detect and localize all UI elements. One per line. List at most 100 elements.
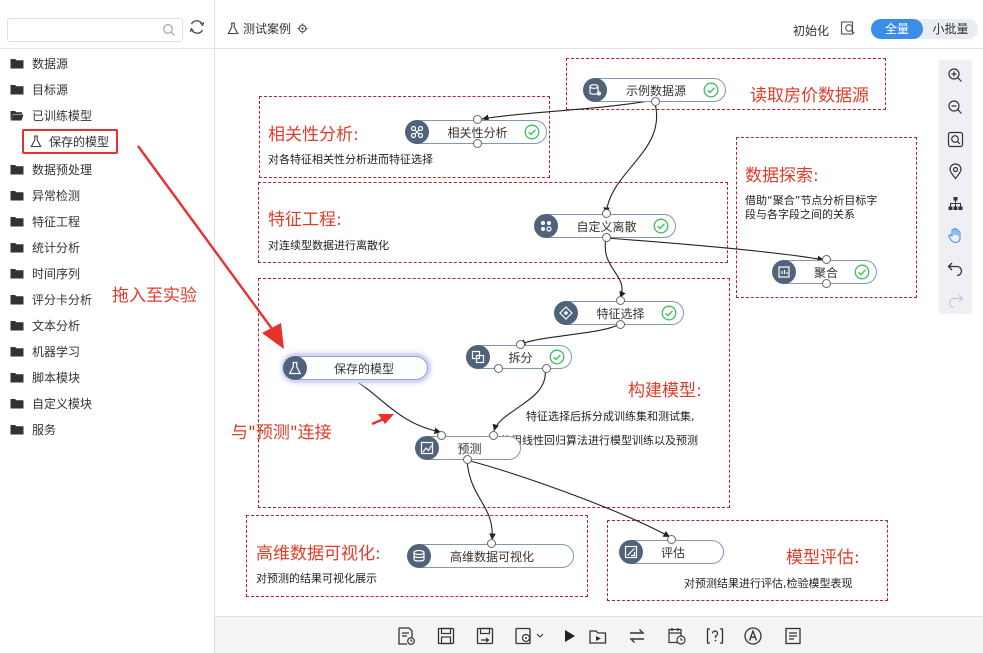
- tree-item-folder[interactable]: 数据预处理: [10, 158, 92, 180]
- component-search-input[interactable]: [12, 20, 152, 40]
- redo-icon[interactable]: [947, 291, 964, 308]
- success-check-icon: [661, 305, 677, 321]
- tree-item-label: 自定义模块: [32, 396, 93, 411]
- help-icon[interactable]: [705, 626, 725, 646]
- node-label: 高维数据可视化: [449, 549, 534, 564]
- log-icon[interactable]: [783, 626, 803, 646]
- run-config-icon[interactable]: [514, 626, 544, 646]
- initialize-icon[interactable]: [840, 20, 856, 36]
- sidebar-divider: [0, 48, 215, 49]
- save-as-icon[interactable]: [475, 626, 495, 646]
- node-evaluate[interactable]: 评估: [619, 535, 724, 564]
- connect-hint-text: 与"预测"连接: [231, 423, 332, 443]
- auto-layout-icon[interactable]: [947, 195, 964, 212]
- output-port[interactable]: [463, 455, 472, 464]
- component-search-box[interactable]: [7, 18, 183, 42]
- group-desc-correlation: 对各特征相关性分析进而特征选择: [268, 153, 433, 166]
- node-saved-model[interactable]: 保存的模型: [283, 356, 428, 380]
- tree-item-folder[interactable]: 数据源: [10, 52, 68, 74]
- search-icon[interactable]: [162, 23, 176, 37]
- output-port-test[interactable]: [542, 364, 551, 373]
- node-label: 预测: [457, 441, 482, 456]
- new-experiment-icon[interactable]: [396, 626, 416, 646]
- group-desc-build-1: 特征选择后拆分成训练集和测试集,: [526, 410, 695, 423]
- folder-icon: [10, 424, 24, 434]
- output-port-train[interactable]: [494, 364, 503, 373]
- mode-small-batch-button[interactable]: 小批量: [932, 22, 969, 36]
- input-port[interactable]: [473, 115, 482, 124]
- initialize-label[interactable]: 初始化: [793, 24, 830, 38]
- tree-item-folder[interactable]: 已训练模型: [10, 104, 92, 126]
- run-icon[interactable]: [560, 626, 580, 646]
- group-box-viz: [246, 515, 588, 597]
- node-custom-discretize[interactable]: 自定义离散: [534, 209, 676, 242]
- refresh-icon[interactable]: [188, 18, 206, 36]
- group-title-feature: 特征工程:: [268, 210, 342, 230]
- experiment-name: 测试案例: [243, 22, 292, 36]
- folder-icon: [10, 320, 24, 330]
- group-desc-eval: 对预测结果进行评估,检验模型表现: [684, 577, 853, 590]
- node-correlation-analysis[interactable]: 相关性分析: [405, 115, 547, 148]
- pan-hand-icon[interactable]: [947, 227, 964, 244]
- output-port[interactable]: [602, 233, 611, 242]
- save-icon[interactable]: [436, 626, 456, 646]
- tree-item-folder[interactable]: 文本分析: [10, 314, 80, 336]
- tree-item-label: 数据源: [32, 56, 69, 71]
- input-port-model[interactable]: [437, 431, 446, 440]
- flask-icon: [283, 356, 307, 380]
- input-port[interactable]: [822, 255, 831, 264]
- tree-item-label: 文本分析: [32, 318, 81, 333]
- locate-icon[interactable]: [947, 163, 964, 180]
- output-port[interactable]: [651, 97, 660, 106]
- tree-item-folder[interactable]: 脚本模块: [10, 366, 80, 388]
- mode-toggle[interactable]: 全量 小批量: [871, 19, 978, 39]
- input-port[interactable]: [667, 535, 676, 544]
- sync-icon[interactable]: [627, 626, 647, 646]
- output-port[interactable]: [616, 320, 625, 329]
- schedule-icon[interactable]: [667, 626, 687, 646]
- tree-item-folder[interactable]: 统计分析: [10, 236, 80, 258]
- zoom-out-icon[interactable]: [947, 99, 964, 116]
- auto-ml-icon[interactable]: [743, 626, 763, 646]
- group-title-build: 构建模型:: [628, 381, 702, 401]
- tree-item-folder[interactable]: 特征工程: [10, 210, 80, 232]
- tree-item-label: 脚本模块: [32, 370, 81, 385]
- tree-item-folder[interactable]: 服务: [10, 418, 56, 440]
- output-port[interactable]: [473, 139, 482, 148]
- input-port[interactable]: [487, 539, 496, 548]
- tree-item-saved-model[interactable]: 保存的模型: [22, 129, 118, 154]
- tree-item-folder[interactable]: 自定义模块: [10, 392, 92, 414]
- settings-icon[interactable]: [297, 23, 308, 34]
- group-box-correlation: [259, 96, 550, 178]
- node-sample-datasource[interactable]: 示例数据源: [583, 78, 726, 106]
- tree-item-folder[interactable]: 评分卡分析: [10, 288, 92, 310]
- node-aggregate[interactable]: 聚合: [772, 255, 877, 288]
- input-port[interactable]: [602, 209, 611, 218]
- node-split[interactable]: 拆分: [466, 340, 572, 373]
- output-port[interactable]: [822, 279, 831, 288]
- success-check-icon: [653, 218, 669, 234]
- group-title-source: 读取房价数据源: [750, 86, 869, 106]
- undo-icon[interactable]: [947, 259, 964, 276]
- mode-full-button[interactable]: 全量: [871, 19, 923, 39]
- tree-item-folder[interactable]: 时间序列: [10, 262, 80, 284]
- input-port[interactable]: [516, 340, 525, 349]
- evaluate-icon: [619, 540, 643, 564]
- experiment-tab[interactable]: 测试案例: [227, 20, 312, 37]
- input-port[interactable]: [616, 296, 625, 305]
- fit-view-icon[interactable]: [947, 131, 964, 148]
- tree-item-folder[interactable]: 目标源: [10, 78, 68, 100]
- node-hd-visualization[interactable]: 高维数据可视化: [407, 539, 574, 568]
- tree-item-folder[interactable]: 异常检测: [10, 184, 80, 206]
- node-feature-selection[interactable]: 特征选择: [554, 296, 684, 329]
- folder-icon: [10, 242, 24, 252]
- node-predict[interactable]: 预测: [415, 431, 521, 464]
- tree-item-label: 服务: [32, 422, 57, 437]
- input-port-data[interactable]: [489, 431, 498, 440]
- tree-item-folder[interactable]: 机器学习: [10, 340, 80, 362]
- experiment-topbar: 测试案例 初始化 全量 小批量: [215, 0, 983, 49]
- folder-icon: [10, 216, 24, 226]
- zoom-in-icon[interactable]: [947, 67, 964, 84]
- run-from-here-icon[interactable]: [588, 626, 608, 646]
